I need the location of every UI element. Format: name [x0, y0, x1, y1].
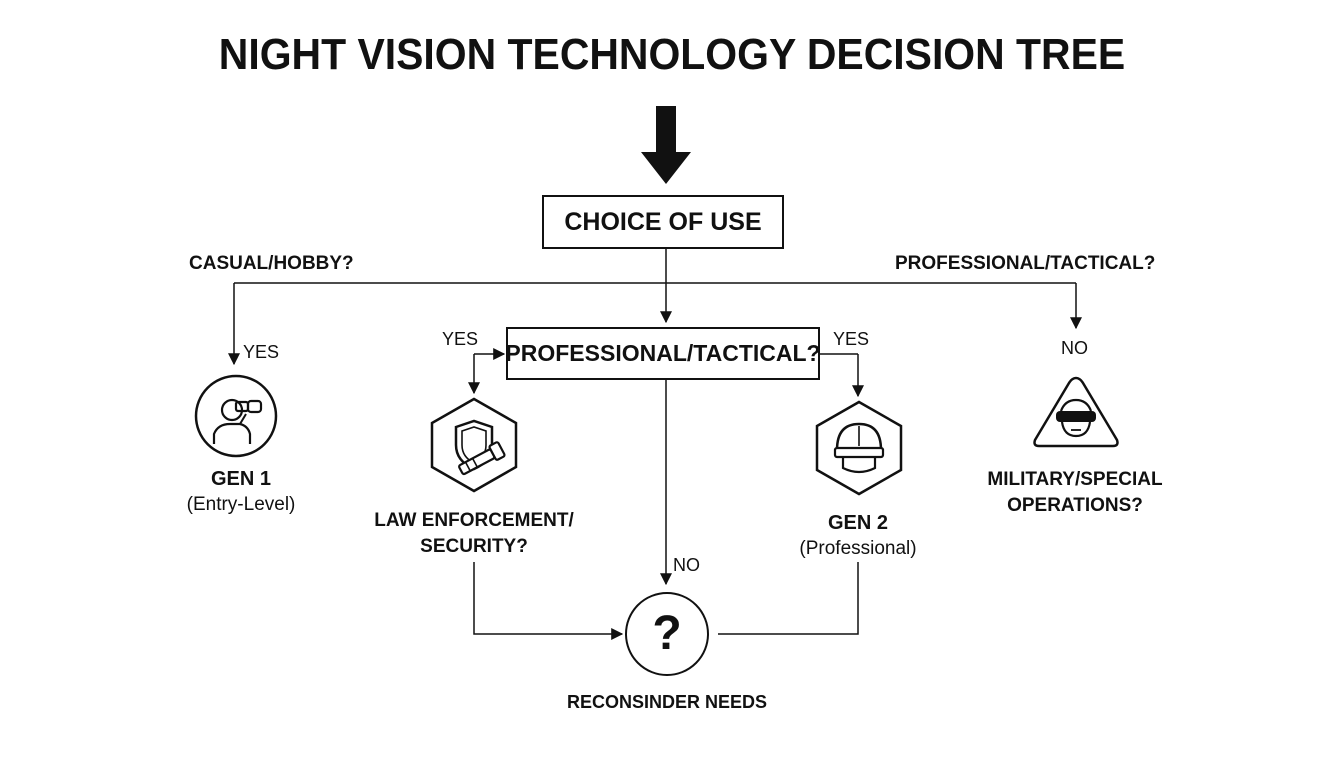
- shield-flashlight-icon: [430, 397, 518, 493]
- edge-label-no-military: NO: [1061, 338, 1088, 358]
- big-down-arrow: [641, 106, 691, 184]
- military-line2: OPERATIONS?: [1007, 495, 1143, 516]
- professional-branch-label: PROFESSIONAL/TACTICAL?: [895, 253, 1156, 274]
- gen1-name: GEN 1: [210, 468, 272, 490]
- casual-branch-label: CASUAL/HOBBY?: [189, 253, 354, 274]
- law-line1: LAW ENFORCEMENT/: [374, 510, 574, 531]
- gen1-detail: (Entry-Level): [186, 494, 296, 515]
- question-mark-glyph: ?: [652, 607, 682, 660]
- edge-law-to-reconsider: [473, 562, 624, 640]
- edge-label-yes-law: YES: [442, 329, 479, 349]
- military-line1: MILITARY/SPECIAL: [987, 469, 1163, 490]
- edge-gen2-to-reconsider: [718, 562, 859, 635]
- helmet-goggles-icon: [815, 400, 903, 496]
- warning-goggles-icon: [1033, 376, 1119, 448]
- root-box-choice-of-use: CHOICE OF USE: [542, 195, 784, 249]
- gen2-detail: (Professional): [799, 538, 917, 559]
- page-title: NIGHT VISION TECHNOLOGY DECISION TREE: [218, 30, 1126, 79]
- reconsider-label: RECONSINDER NEEDS: [566, 692, 768, 712]
- edge-label-yes-casual: YES: [243, 342, 280, 362]
- root-box-label: CHOICE OF USE: [564, 207, 762, 236]
- edge-label-no-center: NO: [673, 555, 700, 575]
- law-line2: SECURITY?: [420, 536, 528, 557]
- edge-label-yes-gen2: YES: [833, 329, 870, 349]
- middle-box-professional: PROFESSIONAL/TACTICAL?: [505, 327, 821, 380]
- gen2-name: GEN 2: [827, 512, 889, 534]
- middle-box-label: PROFESSIONAL/TACTICAL?: [505, 340, 821, 366]
- binoculars-person-icon: [194, 374, 278, 458]
- question-mark-icon: ?: [625, 592, 709, 676]
